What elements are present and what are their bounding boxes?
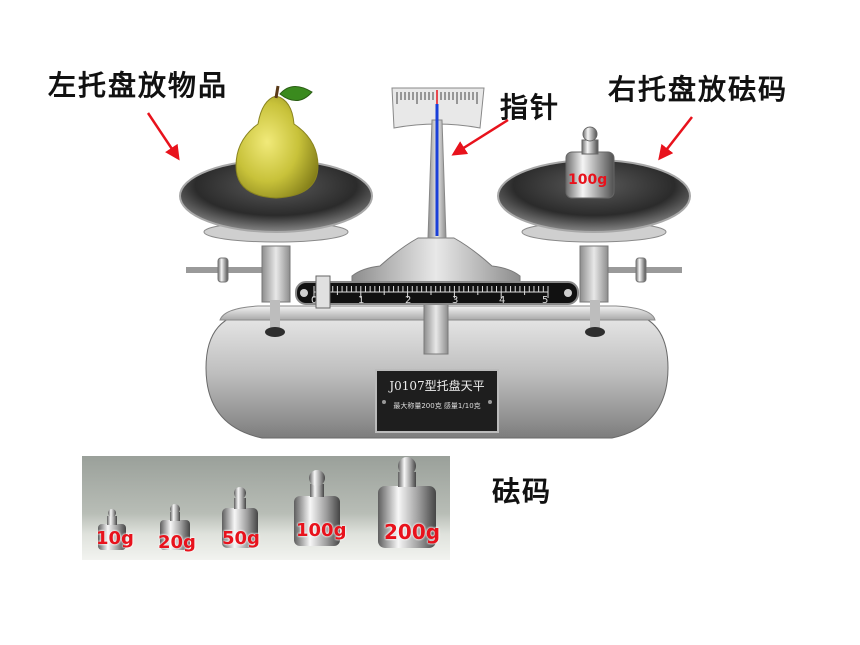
- beam-tick-label: 4: [499, 295, 505, 306]
- beam-tick-label: 0: [311, 295, 317, 306]
- right-pan-arrow: [658, 116, 693, 161]
- balance-beam: [295, 281, 579, 305]
- leaf-icon: [279, 86, 313, 101]
- weights-label: 砝码: [492, 475, 553, 508]
- pointer-label: 指针: [500, 91, 561, 124]
- pointer-arrow: [451, 118, 509, 156]
- weight-50g-icon: [222, 487, 258, 548]
- weight-label-100g: 100g: [296, 520, 347, 541]
- right-balance-nut[interactable]: [604, 257, 682, 283]
- weight-100g-icon: [294, 470, 340, 546]
- weight-20g-icon: [160, 504, 190, 550]
- weight-10g-icon: [98, 509, 126, 550]
- weight-set-photo: [82, 456, 450, 560]
- beam-tick-label: 2: [405, 295, 411, 306]
- weight-label-200g: 200g: [384, 520, 441, 544]
- name-plate: J0107型托盘天平 最大称量200克 感量1/10克: [375, 369, 499, 433]
- left-pan-label: 左托盘放物品: [48, 69, 229, 102]
- left-pan-arrow: [146, 112, 180, 161]
- beam-tick-label: 5: [542, 295, 548, 306]
- right-pan-label: 右托盘放砝码: [608, 73, 789, 106]
- weight-label-20g: 20g: [158, 532, 196, 553]
- weight-label-50g: 50g: [222, 528, 260, 549]
- pear-object: [235, 85, 319, 199]
- left-balance-nut[interactable]: [186, 257, 268, 283]
- beam-tick-label: 3: [452, 295, 458, 306]
- beam-rider[interactable]: [315, 275, 331, 309]
- weight-label-10g: 10g: [96, 528, 134, 549]
- plate-spec: 最大称量200克 感量1/10克: [393, 401, 480, 410]
- pan-weight-100g: 100g: [565, 126, 615, 199]
- beam-tick-label: 1: [358, 295, 364, 306]
- weight-200g-icon: [378, 457, 436, 548]
- pan-weight-label: 100g: [568, 172, 607, 188]
- beam-scale: 0 1 2 3 4 5: [311, 286, 549, 306]
- plate-title: J0107型托盘天平: [387, 378, 484, 393]
